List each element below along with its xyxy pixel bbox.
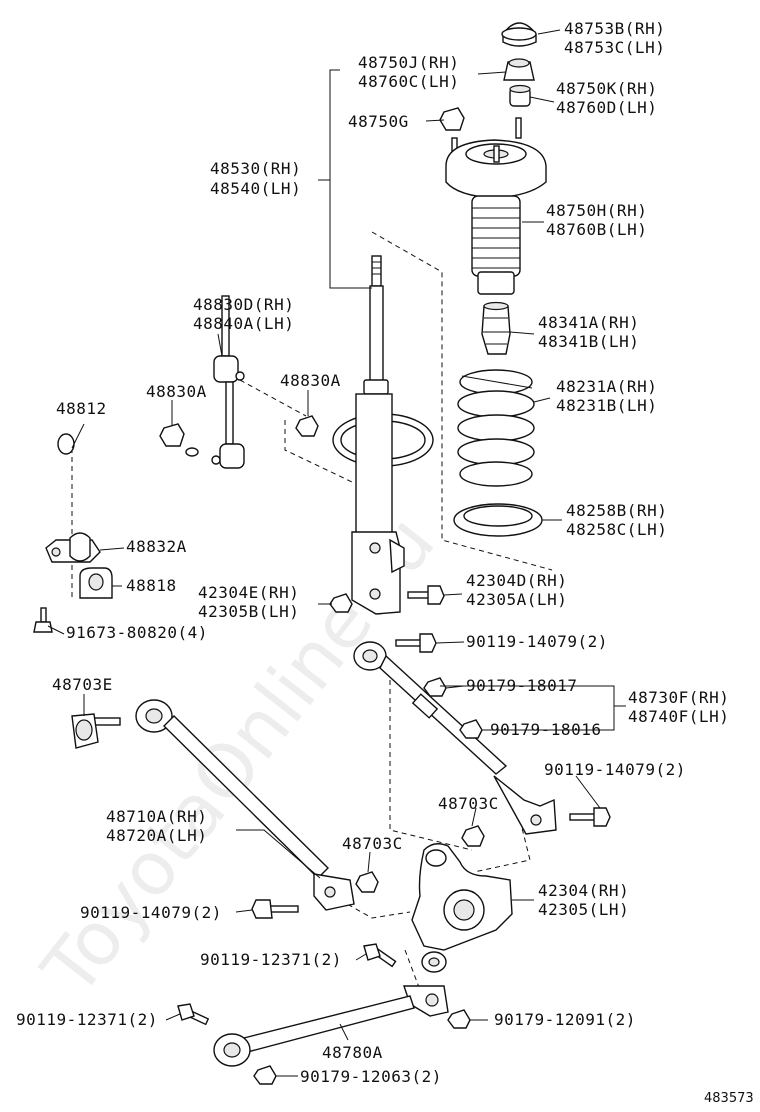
nut-90179-12063 xyxy=(253,1065,277,1085)
label-48753c: 48753C(LH) xyxy=(564,38,665,57)
bolt-90119-12371-lower xyxy=(177,1003,210,1026)
stabilizer-bracket xyxy=(45,532,101,563)
label-48730f: 48730F(RH) xyxy=(628,688,729,707)
label-48750k: 48750K(RH) xyxy=(556,79,657,98)
label-42305: 42305(LH) xyxy=(538,900,629,919)
label-48341a: 48341A(RH) xyxy=(538,313,639,332)
bolt-90119-14079-lower xyxy=(251,899,299,919)
link-nut-right xyxy=(295,415,319,437)
label-48540: 48540(LH) xyxy=(210,179,301,198)
bump-stopper xyxy=(481,301,511,355)
label-42304e: 42304E(RH) xyxy=(198,583,299,602)
strut-mount xyxy=(445,117,547,199)
bushing-48703c-upper xyxy=(461,825,485,847)
label-90179-18016: 90179-18016 xyxy=(490,720,601,739)
label-48341b: 48341B(LH) xyxy=(538,332,639,351)
label-42304d: 42304D(RH) xyxy=(466,571,567,590)
label-90119-14079-b: 90119-14079(2) xyxy=(544,760,686,779)
dust-boot-bellows xyxy=(471,195,521,295)
label-48750g: 48750G xyxy=(348,112,409,131)
label-48231a: 48231A(RH) xyxy=(556,377,657,396)
rear-axle-carrier xyxy=(411,843,513,973)
stabilizer-link xyxy=(211,295,245,469)
bushing-48703c-lower xyxy=(355,871,379,893)
label-48818: 48818 xyxy=(126,576,177,595)
dashed-assembly-lines xyxy=(71,231,553,991)
upper-support-cap xyxy=(501,22,537,47)
bolt-90119-14079-upper xyxy=(395,633,437,653)
nut-90179-18017 xyxy=(423,677,447,697)
coil-spring xyxy=(457,369,535,487)
label-48231b: 48231B(LH) xyxy=(556,396,657,415)
label-48750j: 48750J(RH) xyxy=(358,53,459,72)
nut-90179-18016 xyxy=(459,719,483,739)
label-48750h: 48750H(RH) xyxy=(546,201,647,220)
upper-nut xyxy=(503,58,535,81)
bushing-48703e xyxy=(71,713,121,749)
nut-90179-12091 xyxy=(447,1009,471,1029)
label-48760b: 48760B(LH) xyxy=(546,220,647,239)
label-42305b: 42305B(LH) xyxy=(198,602,299,621)
label-48710a: 48710A(RH) xyxy=(106,807,207,826)
upper-bushing xyxy=(509,84,531,107)
label-48760d: 48760D(LH) xyxy=(556,98,657,117)
label-90179-12091: 90179-12091(2) xyxy=(494,1010,636,1029)
nut-48750g xyxy=(439,107,465,131)
label-48830d: 48830D(RH) xyxy=(193,295,294,314)
label-48258b: 48258B(RH) xyxy=(566,501,667,520)
label-48753b: 48753B(RH) xyxy=(564,19,665,38)
lower-insulator xyxy=(453,503,543,537)
leader-lines xyxy=(47,29,626,1077)
strut-bolt-42304d xyxy=(407,585,445,605)
link-nut-left xyxy=(159,423,185,447)
label-48530: 48530(RH) xyxy=(210,159,301,178)
label-48720a: 48720A(LH) xyxy=(106,826,207,845)
label-48703e: 48703E xyxy=(52,675,113,694)
label-48740f: 48740F(LH) xyxy=(628,707,729,726)
label-48703c-lower: 48703C xyxy=(342,834,403,853)
label-91673-80820: 91673-80820(4) xyxy=(66,623,208,642)
stabilizer-bar xyxy=(9,407,199,524)
label-48832a: 48832A xyxy=(126,537,187,556)
stabilizer-bushing xyxy=(79,567,113,599)
label-90119-14079-c: 90119-14079(2) xyxy=(80,903,222,922)
label-90179-12063: 90179-12063(2) xyxy=(300,1067,442,1086)
label-48830a-right: 48830A xyxy=(280,371,341,390)
label-48812: 48812 xyxy=(56,399,107,418)
shock-absorber xyxy=(332,255,434,615)
label-42305a: 42305A(LH) xyxy=(466,590,567,609)
rear-control-arm-48730f xyxy=(353,641,557,835)
label-48258c: 48258C(LH) xyxy=(566,520,667,539)
label-48840a: 48840A(LH) xyxy=(193,314,294,333)
label-48703c-upper: 48703C xyxy=(438,794,499,813)
bolt-90119-14079-right xyxy=(569,807,611,827)
bracket-bolt xyxy=(33,607,53,633)
label-48760c: 48760C(LH) xyxy=(358,72,459,91)
labels: 48753B(RH) 48753C(LH) 48750J(RH) 48760C(… xyxy=(16,19,754,1106)
label-48830a-left: 48830A xyxy=(146,382,207,401)
strut-rod-48710a xyxy=(135,699,355,911)
label-90179-18017: 90179-18017 xyxy=(466,676,577,695)
bolt-90119-12371-upper xyxy=(363,943,397,968)
label-90119-12371-a: 90119-12371(2) xyxy=(200,950,342,969)
lower-arm-48780a xyxy=(213,985,449,1067)
label-42304: 42304(RH) xyxy=(538,881,629,900)
label-90119-14079-a: 90119-14079(2) xyxy=(466,632,608,651)
label-48780a: 48780A xyxy=(322,1043,383,1062)
figure-number: 483573 xyxy=(704,1091,754,1106)
label-90119-12371-b: 90119-12371(2) xyxy=(16,1010,158,1029)
